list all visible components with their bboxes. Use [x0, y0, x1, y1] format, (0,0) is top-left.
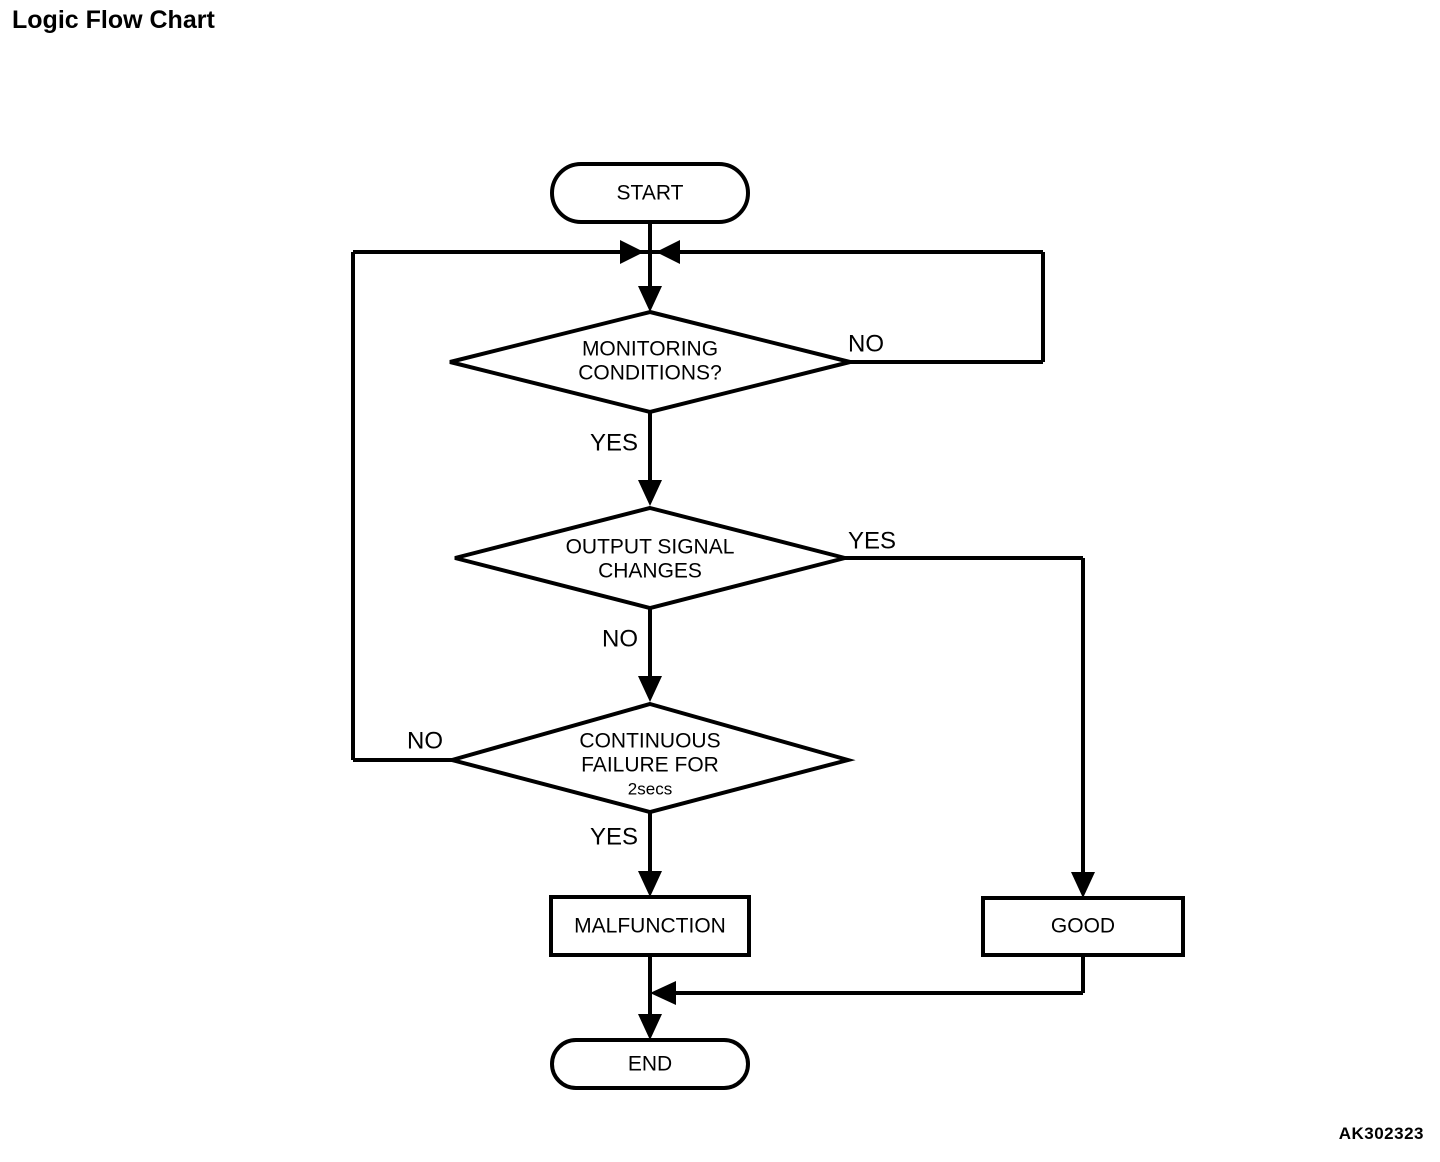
node-continuous-failure: CONTINUOUS FAILURE FOR 2secs	[444, 701, 856, 815]
figure-id-code: AK302323	[1338, 1124, 1424, 1143]
output-label-line2: CHANGES	[598, 560, 702, 583]
output-shape	[454, 505, 846, 611]
end-label: END	[628, 1053, 672, 1076]
arrow-head-into-output	[638, 480, 662, 506]
arrow-head-into-malfunction	[638, 871, 662, 897]
arrow-head-into-end	[638, 1014, 662, 1040]
arrow-head-into-failure	[638, 676, 662, 702]
failure-label-line1: CONTINUOUS	[579, 730, 720, 753]
node-end: END	[550, 1038, 750, 1090]
branch-label-output-yes: YES	[848, 527, 896, 554]
failure-label-line3: 2secs	[628, 779, 672, 798]
branch-label-monitoring-no: NO	[848, 330, 884, 357]
good-shape	[981, 896, 1185, 957]
branch-label-failure-no: NO	[407, 727, 443, 754]
node-output-signal-changes: OUTPUT SIGNAL CHANGES	[454, 505, 846, 611]
arrow-head-left-into-junction	[620, 240, 644, 264]
node-monitoring-conditions: MONITORING CONDITIONS?	[449, 309, 851, 415]
failure-label-line2: FAILURE FOR	[581, 754, 719, 777]
node-start: START	[550, 162, 750, 224]
arrow-head-right-into-junction	[656, 240, 680, 264]
output-label-line1: OUTPUT SIGNAL	[566, 536, 735, 559]
node-malfunction: MALFUNCTION	[549, 895, 751, 957]
start-shape	[550, 162, 750, 224]
malfunction-shape	[549, 895, 751, 957]
arrow-head-into-monitoring	[638, 286, 662, 312]
failure-shape	[444, 701, 856, 815]
good-label: GOOD	[1051, 915, 1115, 938]
branch-label-monitoring-yes: YES	[590, 429, 638, 456]
monitoring-label-line2: CONDITIONS?	[578, 362, 722, 385]
branch-label-failure-yes: YES	[590, 823, 638, 850]
page-title: Logic Flow Chart	[12, 6, 215, 34]
branch-label-output-no: NO	[602, 625, 638, 652]
arrow-head-into-good	[1071, 872, 1095, 898]
start-label: START	[617, 182, 684, 205]
node-good: GOOD	[981, 896, 1185, 957]
malfunction-label: MALFUNCTION	[574, 915, 726, 938]
end-shape	[550, 1038, 750, 1090]
monitoring-label-line1: MONITORING	[582, 338, 718, 361]
arrow-head-merge-left	[650, 981, 676, 1005]
monitoring-shape	[449, 309, 851, 415]
